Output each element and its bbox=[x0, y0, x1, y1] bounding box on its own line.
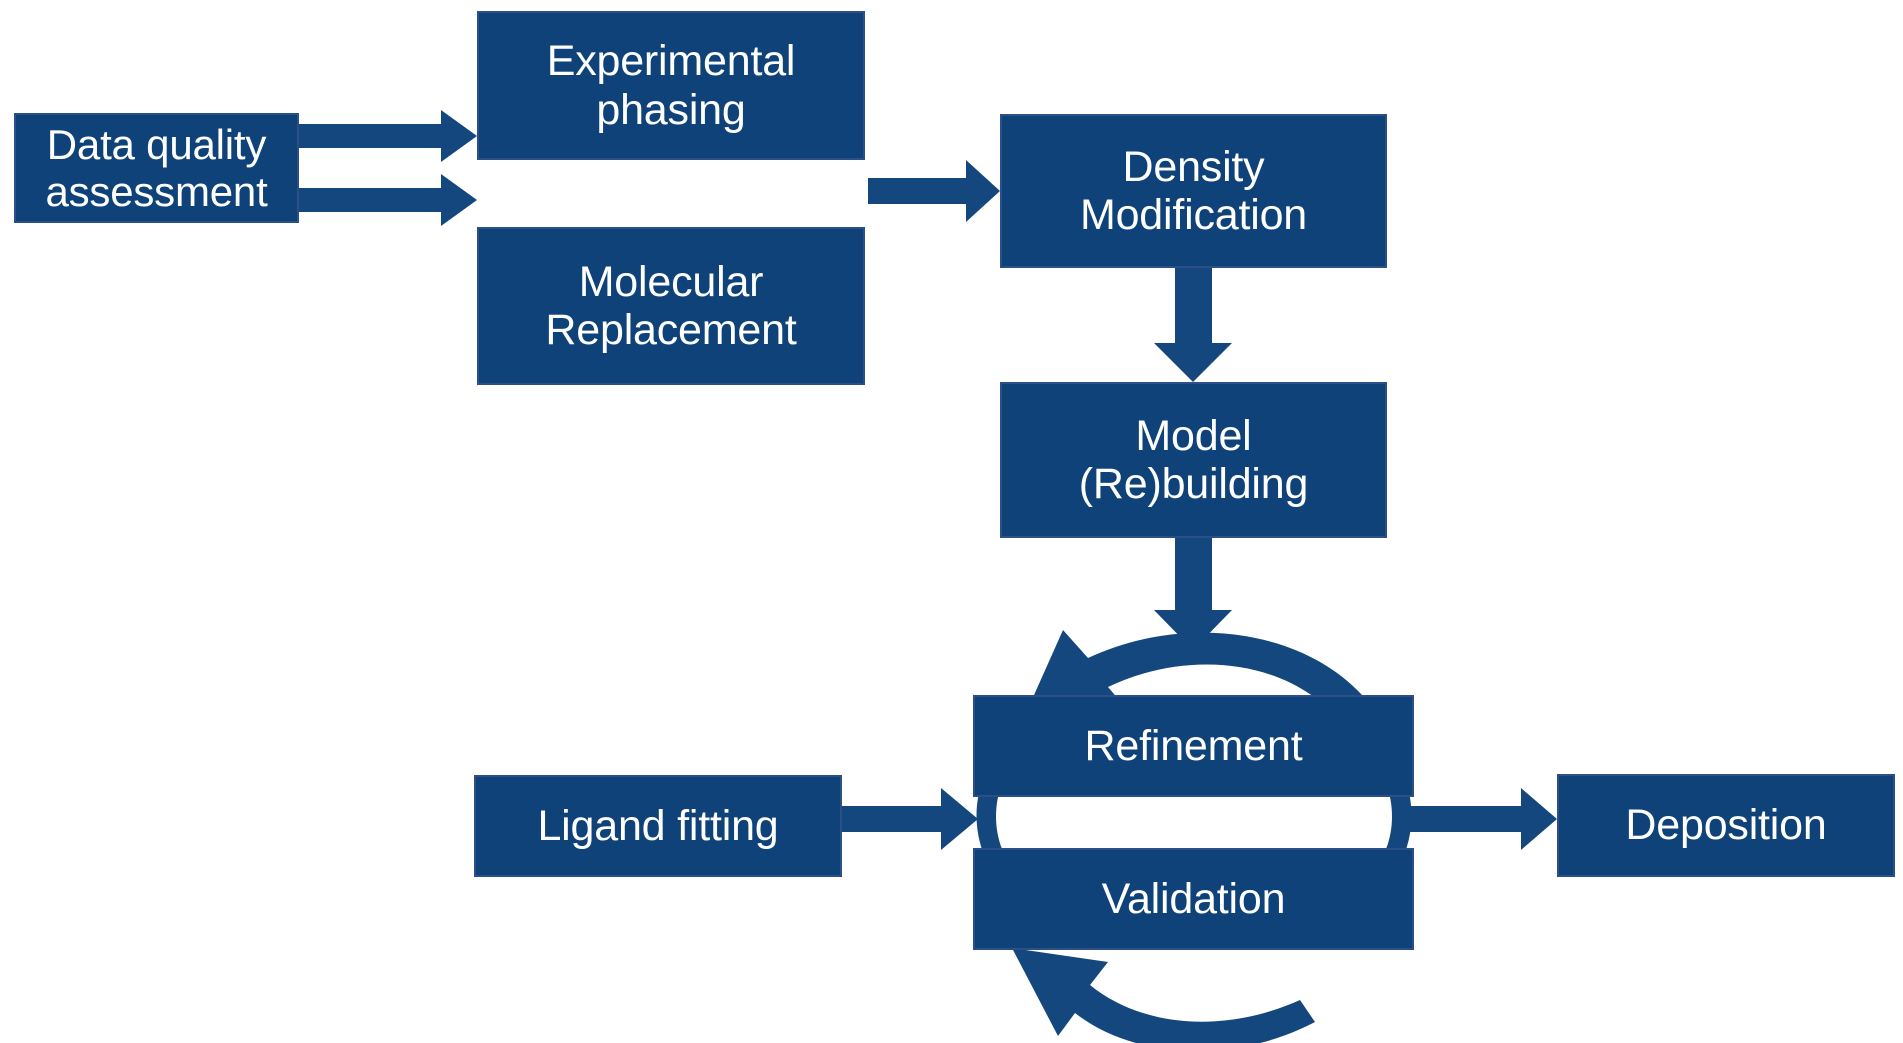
edge-model-to-refinement-cycle bbox=[1154, 538, 1232, 650]
circular-cycle-arrow bbox=[976, 630, 1412, 1043]
edge-dq-to-experimental-phasing bbox=[299, 110, 477, 162]
edge-cycle-to-deposition bbox=[1408, 788, 1557, 850]
edge-phasing-to-density-modification bbox=[868, 160, 1000, 222]
node-experimental-phasing[interactable]: Experimental phasing bbox=[477, 11, 865, 160]
node-refinement[interactable]: Refinement bbox=[973, 695, 1414, 797]
node-model-rebuilding[interactable]: Model (Re)building bbox=[1000, 382, 1387, 538]
node-ligand-fitting[interactable]: Ligand fitting bbox=[474, 775, 842, 877]
node-molecular-replacement[interactable]: Molecular Replacement bbox=[477, 227, 865, 385]
node-deposition[interactable]: Deposition bbox=[1557, 774, 1895, 877]
node-density-modification[interactable]: Density Modification bbox=[1000, 114, 1387, 268]
edge-dq-to-molecular-replacement bbox=[299, 174, 477, 226]
edge-ligand-fitting-to-cycle bbox=[842, 788, 978, 850]
node-validation[interactable]: Validation bbox=[973, 848, 1414, 950]
edge-density-to-model-rebuilding bbox=[1154, 268, 1232, 382]
node-data-quality-assessment[interactable]: Data quality assessment bbox=[14, 113, 299, 223]
